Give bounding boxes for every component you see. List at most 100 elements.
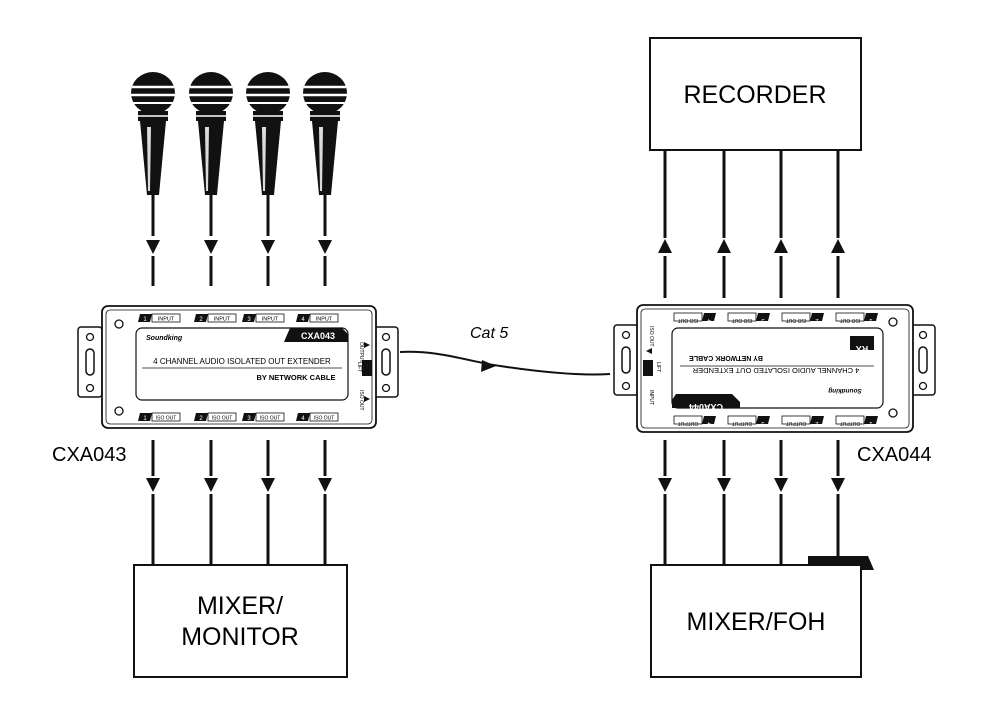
port-number: 4 [301,416,305,422]
tx-title-line2: BY NETWORK CABLE [256,373,335,382]
arrow-up-icon [831,239,845,253]
port-number: 4 [707,420,711,426]
tx-bottom-port-4: 4 ISO OUT [296,412,339,422]
arrow-down-icon [831,478,845,492]
port-number: 2 [815,420,819,426]
port-number: 2 [199,416,203,422]
tx-badge [284,328,348,342]
microphone-4-icon [301,70,349,197]
port-label: ISO OUT [786,317,807,323]
port-number: 3 [761,317,765,323]
port-label: INPUT [316,317,333,323]
port-number: 3 [761,420,765,426]
arrow-down-icon [204,478,218,492]
tx-top-port-4: 4 INPUT [296,313,339,323]
down-arrows-upper-left [146,240,332,254]
arrow-down-icon [261,240,275,254]
cable-label: Cat 5 [470,325,508,342]
arrow-up-icon [774,239,788,253]
port-label: ISO OUT [732,317,753,323]
port-number: 1 [143,317,147,323]
rx-side-iso-out: ISO OUT [648,326,654,347]
rx-rx-badge-text: RX [856,344,869,354]
microphone-2-icon [187,70,235,197]
rx-top-port-1: 1 ISO OUT [835,312,878,323]
arrow-down-icon [774,478,788,492]
port-label: ISO OUT [260,416,281,422]
rx-top-port-2: 2 ISO OUT [781,312,824,323]
rx-badge [672,394,740,408]
mic-to-tx-lines [151,195,327,286]
arrow-down-icon [717,478,731,492]
rx-bottom-port-4: 4 OUTPUT [673,415,716,426]
tx-bottom-port-2: 2 ISO OUT [194,412,237,422]
tx-top-port-3: 3 INPUT [242,313,285,323]
port-number: 2 [815,317,819,323]
rx-side-lift: LIFT [655,362,661,372]
tx-bottom-port-3: 3 ISO OUT [242,412,285,422]
port-label: ISO OUT [314,416,335,422]
tx-side-output: OUTPUT [358,342,364,363]
microphone-3-icon [244,70,292,197]
arrow-up-icon [717,239,731,253]
port-number: 4 [707,317,711,323]
port-label: OUTPUT [786,420,807,426]
port-label: INPUT [158,317,175,323]
tx-top-ports: 1 INPUT 2 INPUT 3 INPUT 4 INPUT [138,313,339,323]
port-number: 1 [869,420,873,426]
mixer-foh-box: MIXER/FOH [650,564,862,678]
tx-label-panel [135,327,349,401]
recorder-label: RECORDER [683,81,826,109]
arrow-down-icon [318,478,332,492]
port-label: OUTPUT [678,420,699,426]
tx-bottom-port-1: 1 ISO OUT [138,412,181,422]
mixer-monitor-box: MIXER/ MONITOR [133,564,348,678]
tx-badge-text: CXA043 [301,331,335,341]
arrow-down-icon [318,240,332,254]
tx-to-mixer-lines [151,440,327,565]
rx-badge-text: CXA044 [689,402,723,412]
port-label: OUTPUT [732,420,753,426]
rx-side-input: INPUT [648,390,654,405]
port-number: 2 [199,317,203,323]
tx-top-port-2: 2 INPUT [194,313,237,323]
microphone-group [129,70,349,197]
rx-title-line2: BY NETWORK CABLE [689,354,763,361]
port-number: 3 [247,416,251,422]
tx-model-label: CXA043 [52,444,127,466]
down-arrows-lower-left [146,478,332,492]
arrow-down-icon [146,478,160,492]
arrow-down-icon [146,240,160,254]
port-number: 4 [301,317,305,323]
arrow-up-icon [658,239,672,253]
port-label: INPUT [214,317,231,323]
rx-top-port-4: 4 ISO OUT [673,312,716,323]
port-label: INPUT [262,317,279,323]
port-label: OUTPUT [840,420,861,426]
rx-bottom-port-2: 2 OUTPUT [781,415,824,426]
arrow-down-icon [204,240,218,254]
tx-side-lift: LIFT [356,362,362,372]
arrow-down-icon [658,478,672,492]
rx-bottom-port-3: 3 OUTPUT [727,415,770,426]
port-label: ISO OUT [156,416,177,422]
arrow-right-icon [481,360,496,372]
rx-to-recorder-lines [663,150,840,298]
port-label: ISO OUT [678,317,699,323]
mixer-monitor-line2: MONITOR [181,623,299,651]
mixer-monitor-line1: MIXER/ [197,592,283,620]
tx-brand-logo: Soundking [146,335,183,342]
rx-brand-logo: Soundking [828,387,862,394]
arrow-down-icon [261,478,275,492]
rx-label-panel [671,327,884,409]
rx-rx-badge [850,336,874,350]
recorder-box: RECORDER [649,37,862,151]
rx-to-mixer-lines [663,440,840,565]
rx-bottom-port-1: 1 OUTPUT [835,415,878,426]
port-number: 1 [143,416,147,422]
tx-side-iso-out: ISO OUT [358,390,364,411]
up-arrows-upper-right [658,239,845,253]
cat5-cable: Cat 5 [399,325,611,376]
rx-device-cxa044: 1 ISO OUT 2 ISO OUT 3 ISO OUT 4 ISO OUT [613,304,936,570]
